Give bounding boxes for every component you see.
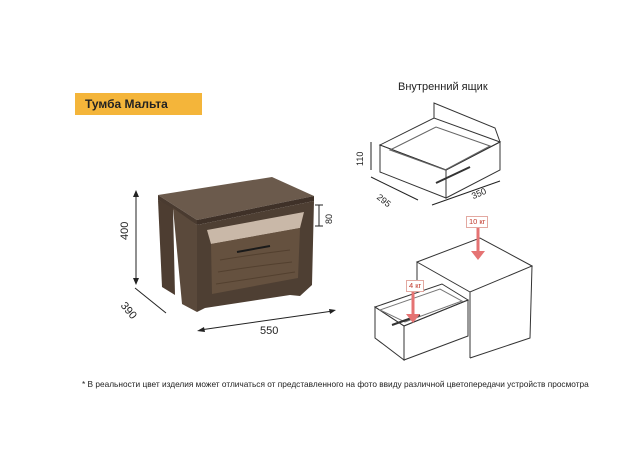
product-title-label: Тумба Мальта (75, 93, 202, 115)
shelf-height-dimension: 80 (324, 213, 334, 224)
width-dimension: 550 (260, 325, 279, 337)
drawer-height-dimension: 110 (355, 151, 365, 166)
drawer-view-title: Внутренний ящик (398, 81, 488, 93)
top-load-label: 10 кг (466, 216, 489, 228)
drawer-handle (236, 245, 271, 253)
drawer-load-arrow-icon (406, 314, 420, 323)
drawer-front (211, 228, 300, 294)
top-load-arrow-icon (471, 251, 485, 260)
product-title: Тумба Мальта (85, 97, 168, 111)
height-dimension: 400 (119, 221, 131, 240)
drawer-load-label: 4 кг (406, 280, 425, 292)
nightstand-left-side (158, 200, 175, 295)
nightstand-top (158, 177, 314, 220)
color-disclaimer: * В реальности цвет изделия может отлича… (82, 379, 589, 389)
